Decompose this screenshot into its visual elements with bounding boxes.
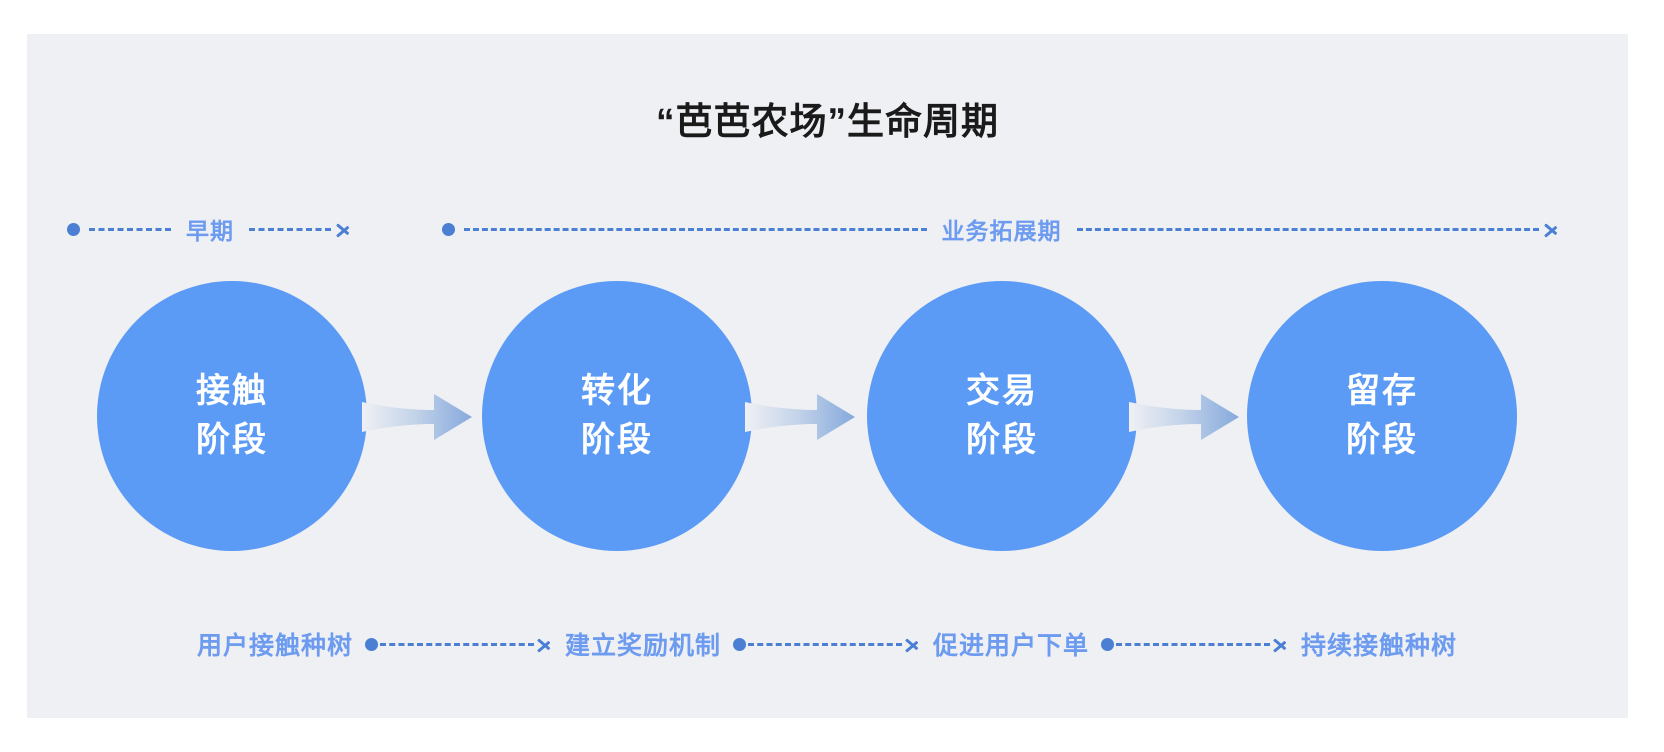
stage-label-line2: 阶段 (966, 421, 1038, 459)
phase-label-business-expansion: 业务拓展期 (941, 218, 1062, 244)
step-label-user-contact-planting: 用户接触种树 (196, 632, 353, 660)
stage-label-line1: 留存 (1346, 371, 1418, 410)
step-flow-row: 用户接触种树 建立奖励机制 促进用户下单 持续接触种树 (67, 614, 1587, 674)
step-dashed-line (1116, 642, 1271, 646)
phase-dashed-line-right (1076, 227, 1539, 231)
phase-dashed-line-right (249, 227, 331, 231)
stage-label-line2: 阶段 (581, 421, 653, 459)
step-label-promote-orders: 促进用户下单 (933, 632, 1090, 660)
stage-circle-contact[interactable]: 接触 阶段 (97, 281, 367, 551)
stage-label-line1: 接触 (196, 371, 268, 410)
step-arrow-icon (1273, 633, 1289, 655)
step-connector (721, 633, 933, 655)
step-dashed-line (379, 642, 534, 646)
flow-arrow-icon (362, 386, 472, 448)
stage-circle-transaction[interactable]: 交易 阶段 (867, 281, 1137, 551)
phase-dashed-line-left (89, 227, 171, 231)
stage-label-line2: 阶段 (196, 421, 268, 459)
phase-start-dot-icon (442, 222, 455, 236)
step-connector (1089, 633, 1301, 655)
stage-circle-retention[interactable]: 留存 阶段 (1247, 281, 1517, 551)
stage-circle-conversion[interactable]: 转化 阶段 (482, 281, 752, 551)
stage-label-line1: 转化 (581, 371, 653, 410)
flow-arrow-icon (745, 386, 855, 448)
stage-label-line2: 阶段 (1346, 421, 1418, 459)
diagram-panel: “芭芭农场”生命周期 早期 业务拓展期 接触 阶段 (27, 34, 1628, 718)
step-dot-icon (733, 637, 746, 651)
stage-label-line1: 交易 (966, 371, 1038, 410)
step-dot-icon (364, 637, 378, 651)
flow-arrow-icon (1129, 386, 1239, 448)
phase-timeline-band: 早期 业务拓展期 (27, 194, 1628, 264)
phase-arrow-icon (1544, 218, 1560, 240)
step-dashed-line (748, 642, 902, 646)
step-connector (353, 633, 565, 655)
page-title: “芭芭农场”生命周期 (656, 101, 999, 142)
phase-growth: 业务拓展期 (442, 194, 1560, 264)
phase-arrow-icon (336, 218, 352, 240)
stage-circle-row: 接触 阶段 转化 阶段 (67, 281, 1587, 561)
step-arrow-icon (905, 633, 921, 655)
phase-label-early: 早期 (186, 218, 234, 244)
step-arrow-icon (537, 633, 553, 655)
phase-start-dot-icon (67, 222, 80, 236)
phase-dashed-line-left (464, 227, 927, 231)
phase-early: 早期 (67, 194, 352, 264)
step-dot-icon (1101, 637, 1115, 651)
step-label-continuous-contact-planting: 持续接触种树 (1301, 632, 1458, 660)
step-label-reward-mechanism: 建立奖励机制 (564, 632, 721, 660)
